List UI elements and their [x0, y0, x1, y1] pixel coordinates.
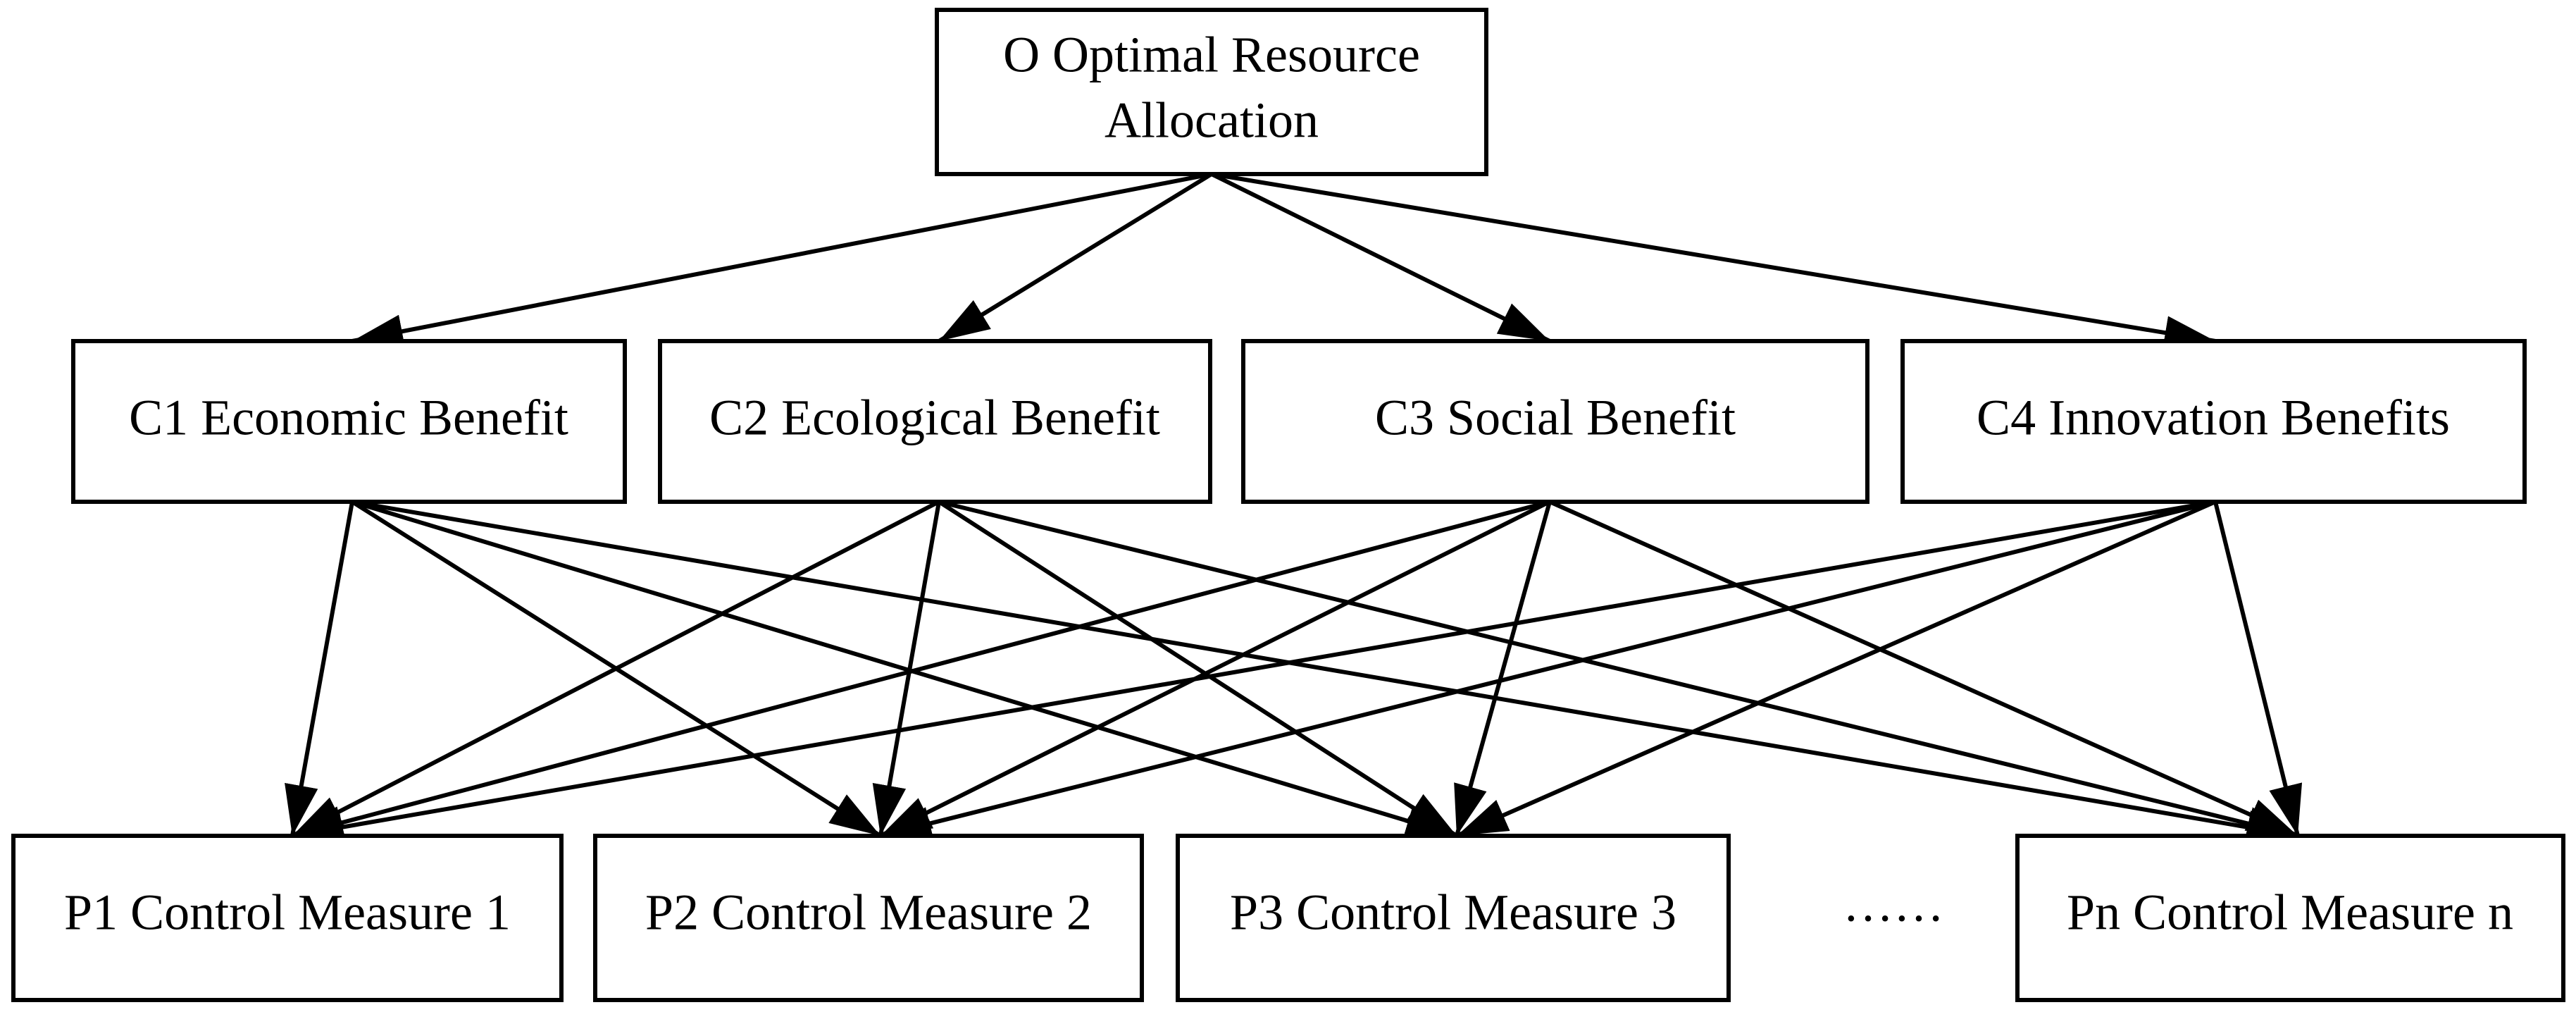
edge-c2-to-p1: [291, 500, 940, 838]
alternative-node-p3: P3 Control Measure 3: [1176, 834, 1731, 1002]
criterion-node-c1: C1 Economic Benefit: [71, 339, 627, 504]
alternative-label-p2: P2 Control Measure 2: [645, 884, 1092, 941]
criterion-node-c2: C2 Ecological Benefit: [658, 339, 1212, 504]
ellipsis-marker: ……: [1843, 876, 1944, 932]
goal-label-line1: O Optimal Resource: [1003, 27, 1420, 83]
criterion-label-c3: C3 Social Benefit: [1375, 390, 1736, 446]
alternative-label-p1: P1 Control Measure 1: [64, 884, 511, 941]
edge-c2-to-p2: [872, 501, 941, 837]
edge-o-to-c1: [351, 172, 1212, 348]
edge-c1-to-pn: [351, 500, 2298, 844]
edge-layer: [285, 172, 2303, 844]
edge-c4-to-pn: [2213, 501, 2303, 837]
edge-c3-to-pn: [1548, 500, 2299, 838]
goal-node: O Optimal Resource Allocation: [935, 8, 1488, 176]
edge-c3-to-p1: [292, 500, 1550, 839]
edge-o-to-c3: [1210, 172, 1551, 343]
criterion-node-c3: C3 Social Benefit: [1241, 339, 1869, 504]
criterion-node-c4: C4 Innovation Benefits: [1900, 339, 2527, 504]
alternative-label-pn: Pn Control Measure n: [2067, 884, 2513, 941]
criterion-label-c1: C1 Economic Benefit: [129, 390, 568, 446]
edge-c2-to-pn: [938, 500, 2298, 841]
goal-label-line2: Allocation: [1105, 92, 1319, 149]
alternative-node-p2: P2 Control Measure 2: [593, 834, 1144, 1002]
alternative-node-p1: P1 Control Measure 1: [11, 834, 564, 1002]
edge-c2-to-p3: [938, 500, 1458, 838]
edge-c4-to-p3: [1455, 500, 2217, 838]
edge-o-to-c4: [1211, 172, 2216, 350]
edge-c4-to-p2: [880, 500, 2216, 840]
edge-c4-to-p1: [292, 500, 2216, 844]
edge-c3-to-p3: [1454, 501, 1552, 837]
edge-c1-to-p3: [351, 500, 1457, 838]
edge-c1-to-p1: [285, 501, 354, 837]
criterion-label-c2: C2 Ecological Benefit: [709, 390, 1160, 446]
edge-o-to-c2: [938, 172, 1213, 343]
edge-c3-to-p2: [879, 500, 1551, 838]
criterion-label-c4: C4 Innovation Benefits: [1977, 390, 2450, 446]
alternative-label-p3: P3 Control Measure 3: [1230, 884, 1676, 941]
alternative-node-pn: Pn Control Measure n: [2015, 834, 2565, 1002]
